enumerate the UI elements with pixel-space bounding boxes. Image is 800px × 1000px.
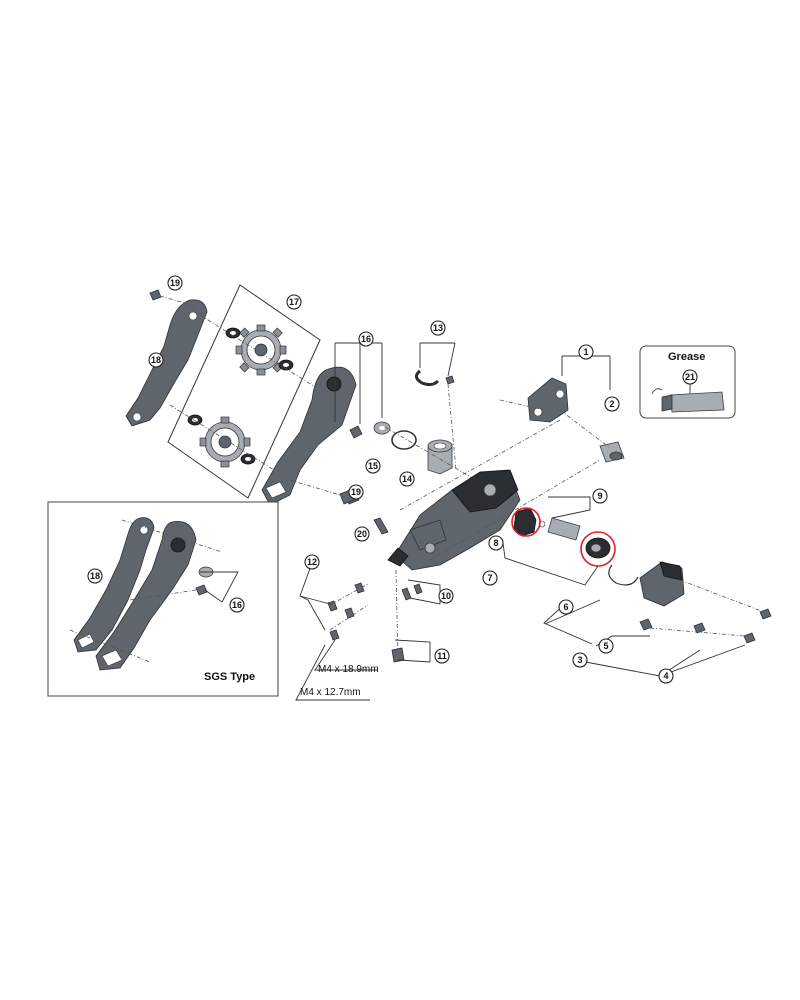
callout-20: 20: [354, 526, 370, 542]
svg-text:15: 15: [368, 461, 378, 471]
svg-text:3: 3: [577, 655, 582, 665]
inset-title: SGS Type: [204, 671, 255, 683]
svg-text:13: 13: [433, 323, 443, 333]
svg-text:19: 19: [170, 278, 180, 288]
svg-text:6: 6: [563, 602, 568, 612]
sgs-type-inset: SGS Type: [47, 501, 279, 697]
callout-11: 11: [434, 648, 450, 664]
callout-7: 7: [482, 570, 498, 586]
dimension-bolt-short: M4 x 12.7mm: [300, 687, 361, 698]
svg-text:7: 7: [487, 573, 492, 583]
svg-text:17: 17: [289, 297, 299, 307]
bolt-assembly: [295, 562, 441, 701]
svg-text:1: 1: [583, 347, 588, 357]
callout-13: 13: [430, 320, 446, 336]
svg-text:21: 21: [685, 372, 695, 382]
inner-plate-assembly: [261, 342, 391, 506]
callout-14: 14: [399, 471, 415, 487]
callout-3: 3: [572, 652, 588, 668]
svg-text:20: 20: [357, 529, 367, 539]
callout-9: 9: [592, 488, 608, 504]
callout-2: 2: [604, 396, 620, 412]
svg-text:2: 2: [609, 399, 614, 409]
clip-assembly: [415, 342, 457, 471]
callout-19-lower: 19: [348, 484, 364, 500]
callout-10: 10: [438, 588, 454, 604]
outer-plate-assembly: [125, 289, 208, 427]
svg-text:18: 18: [90, 571, 100, 581]
callout-12: 12: [304, 554, 320, 570]
housing-assembly: [543, 561, 772, 677]
pivot-assembly: [502, 496, 616, 586]
callout-5: 5: [598, 638, 614, 654]
svg-text:12: 12: [307, 557, 317, 567]
svg-text:8: 8: [493, 538, 498, 548]
callout-15: 15: [365, 458, 381, 474]
dimension-bolt-long: M4 x 18.9mm: [318, 664, 379, 675]
callout-16-inset: 16: [229, 597, 245, 613]
svg-text:16: 16: [232, 600, 242, 610]
pulley-set: [167, 284, 321, 499]
callout-18: 18: [148, 352, 164, 368]
svg-text:16: 16: [361, 334, 371, 344]
svg-text:14: 14: [402, 474, 412, 484]
callout-17: 17: [286, 294, 302, 310]
main-body: [387, 419, 601, 571]
callout-4: 4: [658, 668, 674, 684]
grease-title: Grease: [668, 351, 705, 363]
callout-6: 6: [558, 599, 574, 615]
svg-text:10: 10: [441, 591, 451, 601]
svg-text:18: 18: [151, 355, 161, 365]
bolt-19-lower: [289, 479, 355, 505]
screw-20: [373, 517, 389, 535]
svg-text:9: 9: [597, 491, 602, 501]
svg-text:19: 19: [351, 487, 361, 497]
callout-21: 21: [682, 369, 698, 385]
b-axle-parts: [384, 426, 506, 498]
callout-16: 16: [358, 331, 374, 347]
cable-arm-assembly: [499, 355, 625, 463]
callout-1: 1: [578, 344, 594, 360]
svg-text:4: 4: [663, 671, 668, 681]
callout-8: 8: [488, 535, 504, 551]
svg-text:11: 11: [437, 651, 447, 661]
callout-18-inset: 18: [87, 568, 103, 584]
svg-text:5: 5: [603, 641, 608, 651]
callout-19: 19: [167, 275, 183, 291]
